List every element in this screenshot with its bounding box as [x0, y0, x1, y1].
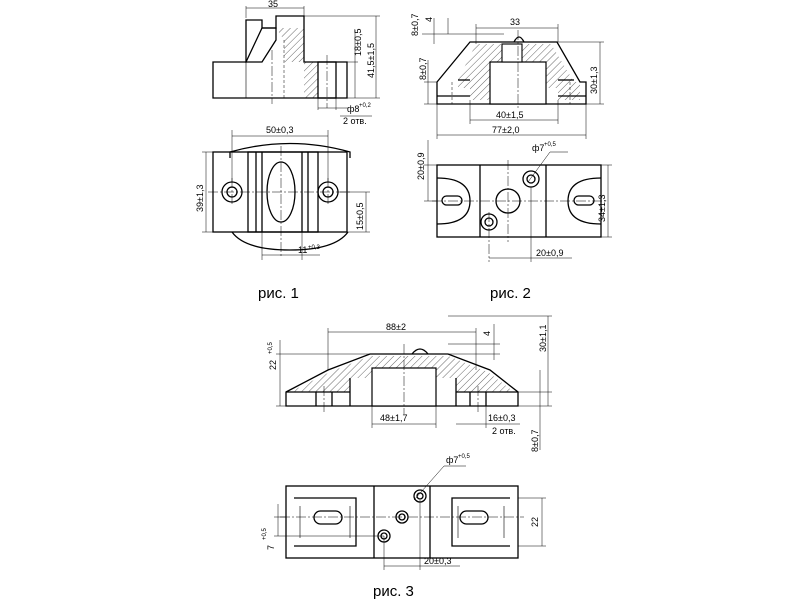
fig1-dim-39: 39±1,3 [195, 185, 205, 212]
fig2-dim-hole: ф7 [532, 143, 544, 153]
fig1-front-view [212, 6, 380, 117]
fig3-dim-22b: 22 [530, 517, 540, 527]
fig2-dim-20a: 20±0,9 [416, 153, 426, 180]
fig1-dim-hole: ф8 [347, 104, 359, 114]
fig2-dim-40: 40±1,5 [496, 110, 523, 120]
fig3-dim-16: 16±0,3 [488, 413, 515, 423]
fig2-dim-07: 8±0,7 [410, 14, 420, 36]
fig3-caption: рис. 3 [373, 583, 414, 600]
fig3-dim-88: 88±2 [386, 322, 406, 332]
fig1-dim-50: 50±0,3 [266, 125, 293, 135]
fig1-dim-hole-tol: +0,2 [359, 103, 372, 109]
fig3-dim-4: 4 [482, 331, 492, 336]
fig3-dim-hole-tol: +0,5 [458, 454, 471, 460]
fig3-dim-7-tol: +0,5 [262, 527, 268, 540]
fig2-dim-33: 33 [510, 17, 520, 27]
fig2-dim-20b: 20±0,9 [536, 248, 563, 258]
fig1-dim-18: 18±0,5 [353, 29, 363, 56]
fig1-dim-15: 15±0,5 [355, 203, 365, 230]
fig2-dim-30: 30±1,3 [589, 67, 599, 94]
fig3-plan-view [274, 465, 546, 570]
fig3-dim-22: 22 [268, 360, 278, 370]
fig1-dim-holes-count: 2 отв. [343, 116, 367, 126]
fig3-dim-holes-count: 2 отв. [492, 426, 516, 436]
fig2-dim-34: 34±1,3 [597, 195, 607, 222]
fig1-dim-35: 35 [268, 0, 278, 9]
fig3-dim-7: 7 [266, 545, 276, 550]
fig2-plan-view [424, 140, 612, 262]
fig3-dim-20: 20±0,3 [424, 556, 451, 566]
fig1-dim-11-tol: +0,3 [308, 245, 321, 251]
fig3-dim-22-tol: +0,5 [268, 341, 274, 354]
fig1-dim-41-5: 41,5±1,5 [366, 43, 376, 78]
fig3-dim-30: 30±1,1 [538, 325, 548, 352]
fig3-front-view [276, 315, 552, 450]
fig1-caption: рис. 1 [258, 285, 299, 302]
fig2-dim-77: 77±2,0 [492, 125, 519, 135]
fig1-plan-view [202, 130, 370, 260]
fig3-dim-hole: ф7 [446, 455, 458, 465]
fig2-dim-8: 8±0,7 [418, 58, 428, 80]
fig1-dim-11: 11 [298, 245, 307, 255]
fig3-dim-48: 48±1,7 [380, 413, 407, 423]
fig2-dim-hole-tol: +0,5 [544, 142, 557, 148]
fig3-dim-8: 8±0,7 [530, 430, 540, 452]
fig2-caption: рис. 2 [490, 285, 531, 302]
fig2-front-view [422, 18, 604, 139]
fig2-dim-4: 4 [424, 17, 434, 22]
